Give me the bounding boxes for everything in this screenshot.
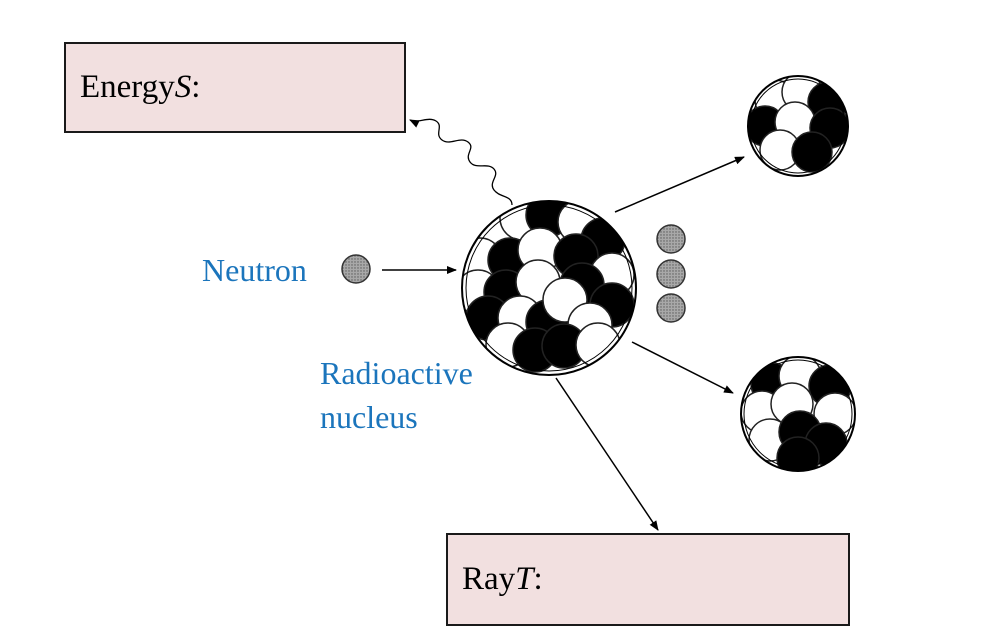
energy-box-variable: S [174, 69, 192, 105]
arrow-to-top-fragment [614, 156, 745, 213]
energy-box-label: Energy [80, 69, 175, 105]
radioactive-nucleus [461, 200, 637, 376]
fission-fragment-top [747, 75, 849, 177]
incoming-neutron [341, 254, 371, 284]
arrow-to-bottom-fragment [631, 341, 734, 394]
emitted-neutron [656, 224, 686, 254]
arrow-to-ray-box [555, 377, 659, 531]
nucleus-label-line1: Radioactive [320, 355, 473, 391]
energy-s-box: Energy S : [64, 42, 406, 133]
ray-t-box: Ray T : [446, 533, 850, 626]
ray-box-label: Ray [462, 561, 516, 597]
emitted-neutron [656, 259, 686, 289]
energy-wave [409, 118, 513, 206]
ray-box-colon: : [533, 561, 543, 597]
radioactive-nucleus-label: Radioactive nucleus [320, 351, 473, 439]
neutron-label: Neutron [202, 252, 307, 288]
nucleus-label-line2: nucleus [320, 399, 418, 435]
ray-box-variable: T [515, 561, 534, 597]
energy-box-colon: : [191, 69, 201, 105]
emitted-neutron [656, 293, 686, 323]
fission-fragment-bottom [740, 356, 856, 472]
